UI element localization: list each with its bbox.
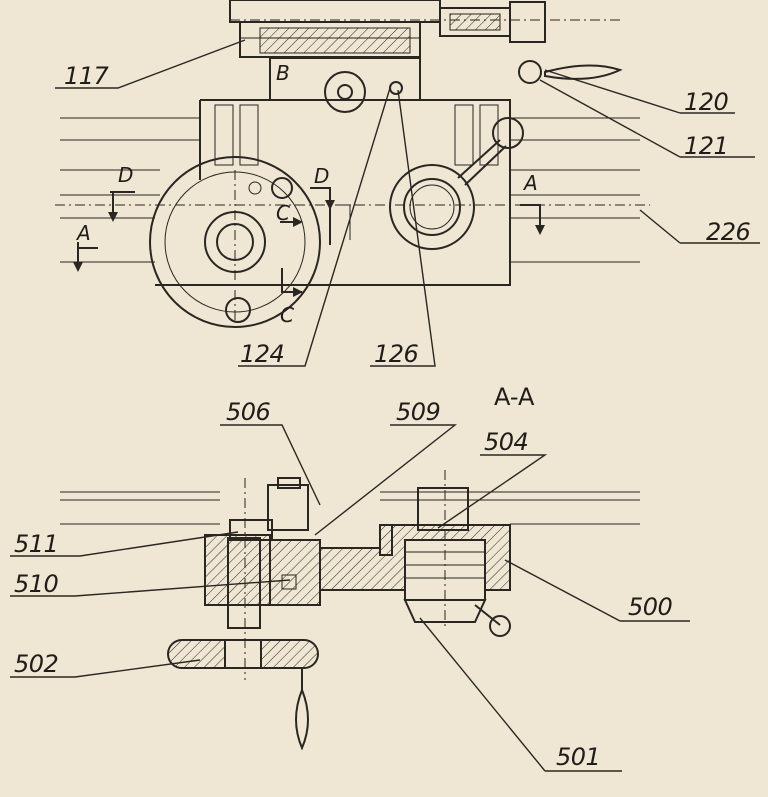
callout-502: 502 bbox=[14, 650, 58, 678]
callout-500: 500 bbox=[628, 593, 673, 621]
callout-504: 504 bbox=[484, 428, 528, 456]
callout-226: 226 bbox=[706, 218, 751, 246]
top-leaders bbox=[55, 39, 760, 367]
section-mark-c-lower: C bbox=[280, 303, 294, 327]
section-leaders bbox=[10, 424, 690, 772]
section-lines bbox=[73, 187, 545, 297]
section-mark-d-left: D bbox=[118, 163, 133, 187]
section-mark-d-right: D bbox=[314, 164, 329, 188]
handwheel-disc bbox=[149, 156, 321, 328]
section-mark-b: B bbox=[276, 61, 290, 85]
section-view bbox=[60, 470, 640, 751]
callout-506: 506 bbox=[226, 398, 271, 426]
gear-with-lever bbox=[389, 117, 524, 250]
apron-housing bbox=[155, 57, 511, 286]
section-mark-a-left: A bbox=[75, 221, 91, 245]
clamp-lever bbox=[518, 60, 623, 84]
callout-121: 121 bbox=[684, 132, 728, 160]
callout-510: 510 bbox=[14, 570, 59, 598]
section-mark-c-upper: C bbox=[276, 201, 290, 225]
callout-509: 509 bbox=[396, 398, 440, 426]
section-mark-a-right: A bbox=[522, 171, 538, 195]
bed-rails bbox=[55, 117, 650, 263]
top-view: B D D A A C C bbox=[55, 0, 650, 328]
callout-126: 126 bbox=[374, 340, 419, 368]
callout-117: 117 bbox=[64, 62, 110, 90]
callout-501: 501 bbox=[556, 743, 600, 771]
section-title: A-A bbox=[494, 383, 535, 411]
callout-120: 120 bbox=[684, 88, 729, 116]
top-slide bbox=[229, 0, 620, 58]
callout-511: 511 bbox=[14, 530, 58, 558]
callout-124: 124 bbox=[240, 340, 284, 368]
